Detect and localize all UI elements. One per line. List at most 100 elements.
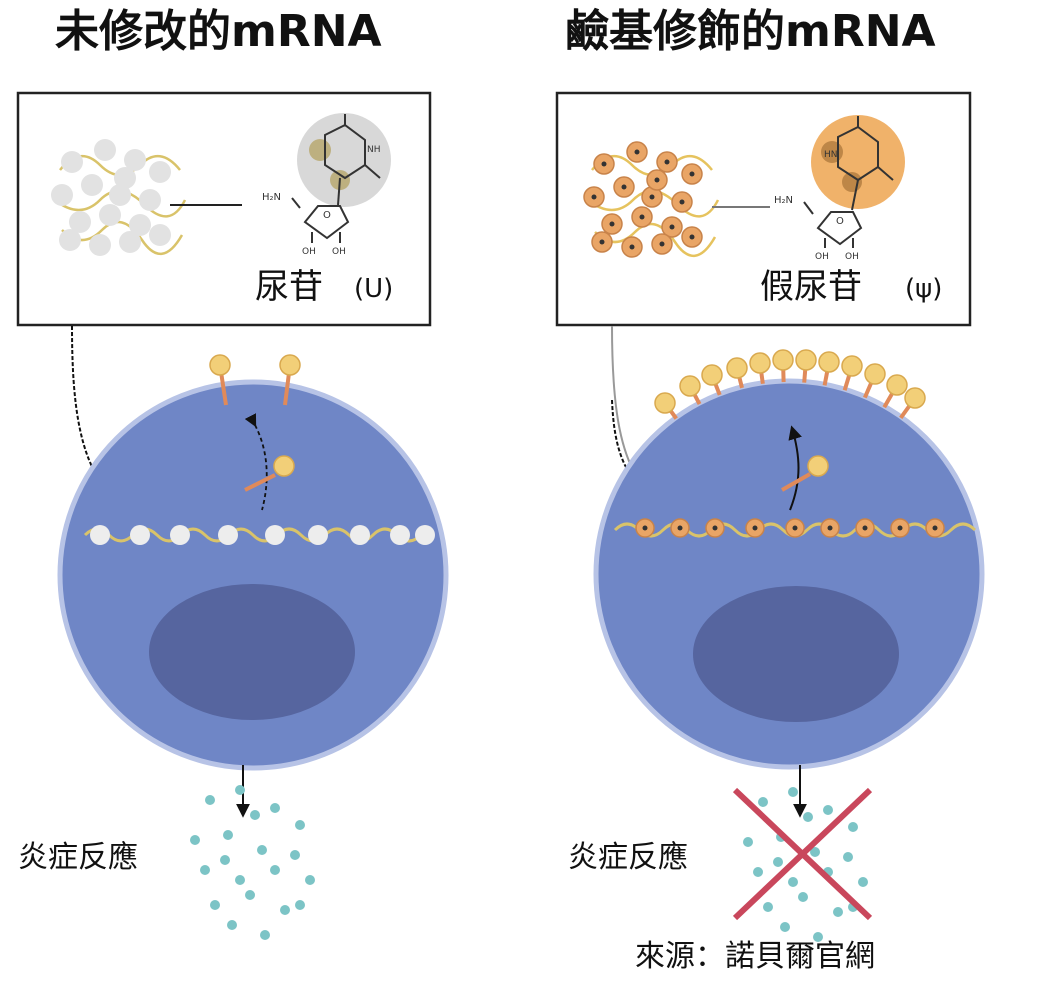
mrna-bead	[94, 139, 116, 161]
modification-mark	[679, 199, 685, 205]
mrna-bead	[61, 151, 83, 173]
cytokine-dot	[305, 875, 315, 885]
modification-mark	[897, 525, 903, 531]
mrna-bead	[139, 189, 161, 211]
mrna-bead	[89, 234, 111, 256]
modification-mark	[649, 194, 655, 200]
receptor-head	[864, 363, 886, 385]
receptor-head	[904, 387, 926, 409]
cytokine-dot	[235, 785, 245, 795]
mrna-bead	[149, 224, 171, 246]
modification-mark	[862, 525, 868, 531]
right-nucleus	[693, 586, 899, 722]
receptor-head	[726, 357, 748, 379]
cytokine-dot	[753, 867, 763, 877]
svg-text:NH: NH	[367, 145, 381, 155]
receptor-head	[679, 375, 701, 397]
cytokine-dot	[823, 805, 833, 815]
modification-mark	[634, 149, 640, 155]
receptor-head	[654, 392, 676, 414]
mrna-bead	[81, 174, 103, 196]
cell-mrna-bead	[265, 525, 285, 545]
modification-mark	[629, 244, 635, 250]
cell-mrna-bead	[130, 525, 150, 545]
title-unmodified-mrna: 未修改的mRNA	[55, 6, 382, 57]
cytokine-dot	[200, 865, 210, 875]
source-caption: 來源：諾貝爾官網	[635, 939, 875, 974]
cytokine-dot	[848, 822, 858, 832]
modification-mark	[752, 525, 758, 531]
left-cell	[57, 354, 449, 771]
cell-mrna-bead	[350, 525, 370, 545]
cell-mrna-bead	[170, 525, 190, 545]
cytokine-dot	[270, 803, 280, 813]
cytokine-dot	[210, 900, 220, 910]
modification-mark	[601, 161, 607, 167]
cytokine-dot	[788, 877, 798, 887]
modification-mark	[599, 239, 605, 245]
modification-mark	[689, 234, 695, 240]
receptor-head	[795, 349, 817, 371]
left-nucleus	[149, 584, 355, 720]
cytokine-dot	[295, 900, 305, 910]
svg-text:HN: HN	[824, 150, 838, 160]
cell-mrna-bead	[218, 525, 238, 545]
cytokine-dot	[257, 845, 267, 855]
uridine-highlight-circle	[297, 113, 391, 207]
mrna-bead	[124, 149, 146, 171]
modification-mark	[591, 194, 597, 200]
cytokine-dot	[763, 902, 773, 912]
receptor-head	[749, 352, 771, 374]
cytokine-dot	[295, 820, 305, 830]
left-mrna-blob	[51, 139, 187, 256]
label-pseudouridine: 假尿苷	[760, 267, 862, 307]
receptor-head	[818, 351, 840, 373]
cell-mrna-bead	[90, 525, 110, 545]
svg-text:H₂N: H₂N	[262, 192, 281, 203]
pseudouridine-highlight-circle	[811, 115, 905, 209]
cell-mrna-bead	[415, 525, 435, 545]
receptor-head	[772, 349, 794, 371]
cytokine-dot	[743, 837, 753, 847]
cytokine-dot	[858, 877, 868, 887]
svg-text:OH: OH	[815, 252, 829, 262]
cytokine-dot	[190, 835, 200, 845]
modification-mark	[621, 184, 627, 190]
cytokine-dot	[250, 810, 260, 820]
svg-text:OH: OH	[332, 247, 346, 257]
cytokine-dot	[780, 922, 790, 932]
cytokine-dot	[773, 857, 783, 867]
mrna-bead	[59, 229, 81, 251]
modification-mark	[639, 214, 645, 220]
no-inflammation-cross	[732, 787, 873, 921]
modification-mark	[677, 525, 683, 531]
cytokine-dot	[280, 905, 290, 915]
cell-mrna-bead	[308, 525, 328, 545]
label-pseudouridine-symbol: (ψ)	[905, 274, 943, 304]
right-outcome-label: 炎症反應	[568, 840, 688, 875]
cytokine-dot	[758, 797, 768, 807]
modification-mark	[664, 159, 670, 165]
right-mrna-blob	[583, 141, 720, 258]
modification-mark	[659, 241, 665, 247]
label-uridine-symbol: (U)	[354, 274, 394, 304]
label-uridine: 尿苷	[255, 267, 323, 307]
title-modified-mrna: 鹼基修飾的mRNA	[565, 6, 936, 57]
modification-mark	[669, 224, 675, 230]
mrna-bead	[149, 161, 171, 183]
left-outcome-label: 炎症反應	[18, 840, 138, 875]
cytokine-dot	[788, 787, 798, 797]
cytokine-dot	[260, 930, 270, 940]
cytokine-dot	[810, 847, 820, 857]
cytokine-dot	[220, 855, 230, 865]
modification-mark	[654, 177, 660, 183]
mrna-bead	[99, 204, 121, 226]
cytokine-dot	[245, 890, 255, 900]
receptor-head	[886, 374, 908, 396]
svg-text:H₂N: H₂N	[774, 195, 793, 206]
cytokine-dot	[270, 865, 280, 875]
svg-text:OH: OH	[845, 252, 859, 262]
uridine-structure: NH O H₂N OH OH	[262, 113, 391, 257]
mrna-bead	[109, 184, 131, 206]
